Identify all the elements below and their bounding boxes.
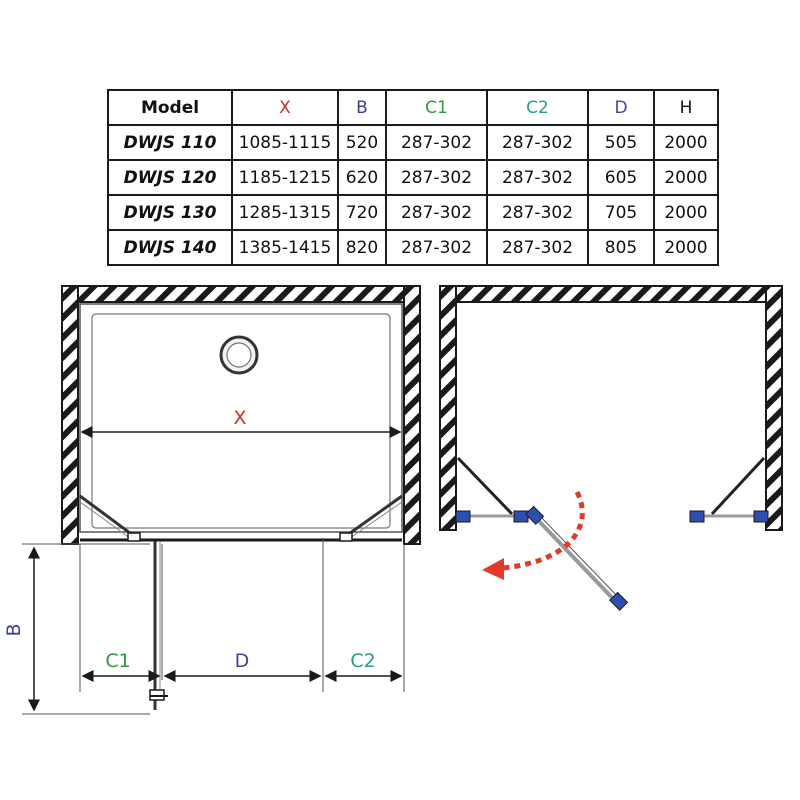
hinge-block — [525, 505, 545, 525]
cell-d: 505 — [587, 124, 655, 161]
cell-b: 520 — [337, 124, 387, 161]
cell-x: 1085-1115 — [231, 124, 339, 161]
cell-c2: 287-302 — [486, 229, 589, 266]
wall-top-right-view — [439, 285, 783, 303]
c2-dimension-label: C2 — [350, 650, 375, 672]
cell-model: DWJS 130 — [107, 194, 233, 231]
right-fixed-panel-inner — [349, 501, 403, 539]
cell-d: 605 — [587, 159, 655, 196]
cell-c1: 287-302 — [385, 159, 488, 196]
cell-c1: 287-302 — [385, 229, 488, 266]
cell-c1: 287-302 — [385, 194, 488, 231]
table-row: DWJS 140 1385-1415 820 287-302 287-302 8… — [107, 229, 719, 266]
header-model: Model — [107, 89, 233, 126]
hinge-right — [339, 532, 353, 542]
cell-d: 705 — [587, 194, 655, 231]
left-folding-panel — [456, 456, 514, 516]
cell-c2: 287-302 — [486, 194, 589, 231]
header-c2: C2 — [486, 89, 589, 126]
hinge-block — [455, 510, 471, 523]
header-x: X — [231, 89, 339, 126]
cell-model: DWJS 120 — [107, 159, 233, 196]
wall-top — [61, 285, 421, 303]
right-folding-panel — [710, 456, 766, 516]
c1-dimension-label: C1 — [105, 650, 130, 672]
cell-d: 805 — [587, 229, 655, 266]
table-header-row: Model X B C1 C2 D H — [107, 89, 719, 126]
cell-c2: 287-302 — [486, 124, 589, 161]
b-dimension-label: B — [3, 623, 25, 636]
header-h: H — [653, 89, 719, 126]
wall-right — [403, 285, 421, 545]
right-fixed-panel — [345, 494, 403, 538]
cell-model: DWJS 110 — [107, 124, 233, 161]
header-d: D — [587, 89, 655, 126]
cell-h: 2000 — [653, 194, 719, 231]
hinge-left — [127, 532, 141, 542]
hinge-block — [609, 591, 629, 611]
d-dimension-label: D — [235, 650, 250, 672]
hinge-block — [689, 510, 705, 523]
x-dimension-label: X — [233, 407, 246, 429]
hinge-block — [513, 510, 529, 523]
cell-b: 620 — [337, 159, 387, 196]
cell-b: 820 — [337, 229, 387, 266]
opening-direction-arrow — [502, 490, 585, 571]
cell-h: 2000 — [653, 124, 719, 161]
header-c1: C1 — [385, 89, 488, 126]
cell-h: 2000 — [653, 229, 719, 266]
wall-left — [61, 285, 79, 545]
hinge-block — [753, 510, 769, 523]
swinging-door — [534, 516, 620, 606]
header-b: B — [337, 89, 387, 126]
left-fixed-panel — [79, 494, 135, 538]
shower-tray-inner — [91, 313, 391, 529]
cell-x: 1385-1415 — [231, 229, 339, 266]
wall-right-right-view — [765, 285, 783, 531]
cell-h: 2000 — [653, 159, 719, 196]
drain-inner — [226, 342, 252, 368]
left-fixed-panel-inner — [79, 501, 131, 539]
cell-model: DWJS 140 — [107, 229, 233, 266]
wall-left-right-view — [439, 285, 457, 531]
plan-view: X B C1 D C2 — [3, 285, 421, 715]
opening-view — [439, 285, 783, 611]
spec-table: Model X B C1 C2 D H DWJS 110 1085-1115 5… — [107, 89, 719, 266]
swinging-door-edge — [538, 514, 623, 602]
cell-x: 1185-1215 — [231, 159, 339, 196]
cell-c2: 287-302 — [486, 159, 589, 196]
cell-x: 1285-1315 — [231, 194, 339, 231]
shower-tray — [79, 303, 403, 533]
opening-arrow-head — [482, 558, 504, 580]
cell-b: 720 — [337, 194, 387, 231]
table-row: DWJS 110 1085-1115 520 287-302 287-302 5… — [107, 124, 719, 161]
table-row: DWJS 130 1285-1315 720 287-302 287-302 7… — [107, 194, 719, 231]
cell-c1: 287-302 — [385, 124, 488, 161]
table-row: DWJS 120 1185-1215 620 287-302 287-302 6… — [107, 159, 719, 196]
